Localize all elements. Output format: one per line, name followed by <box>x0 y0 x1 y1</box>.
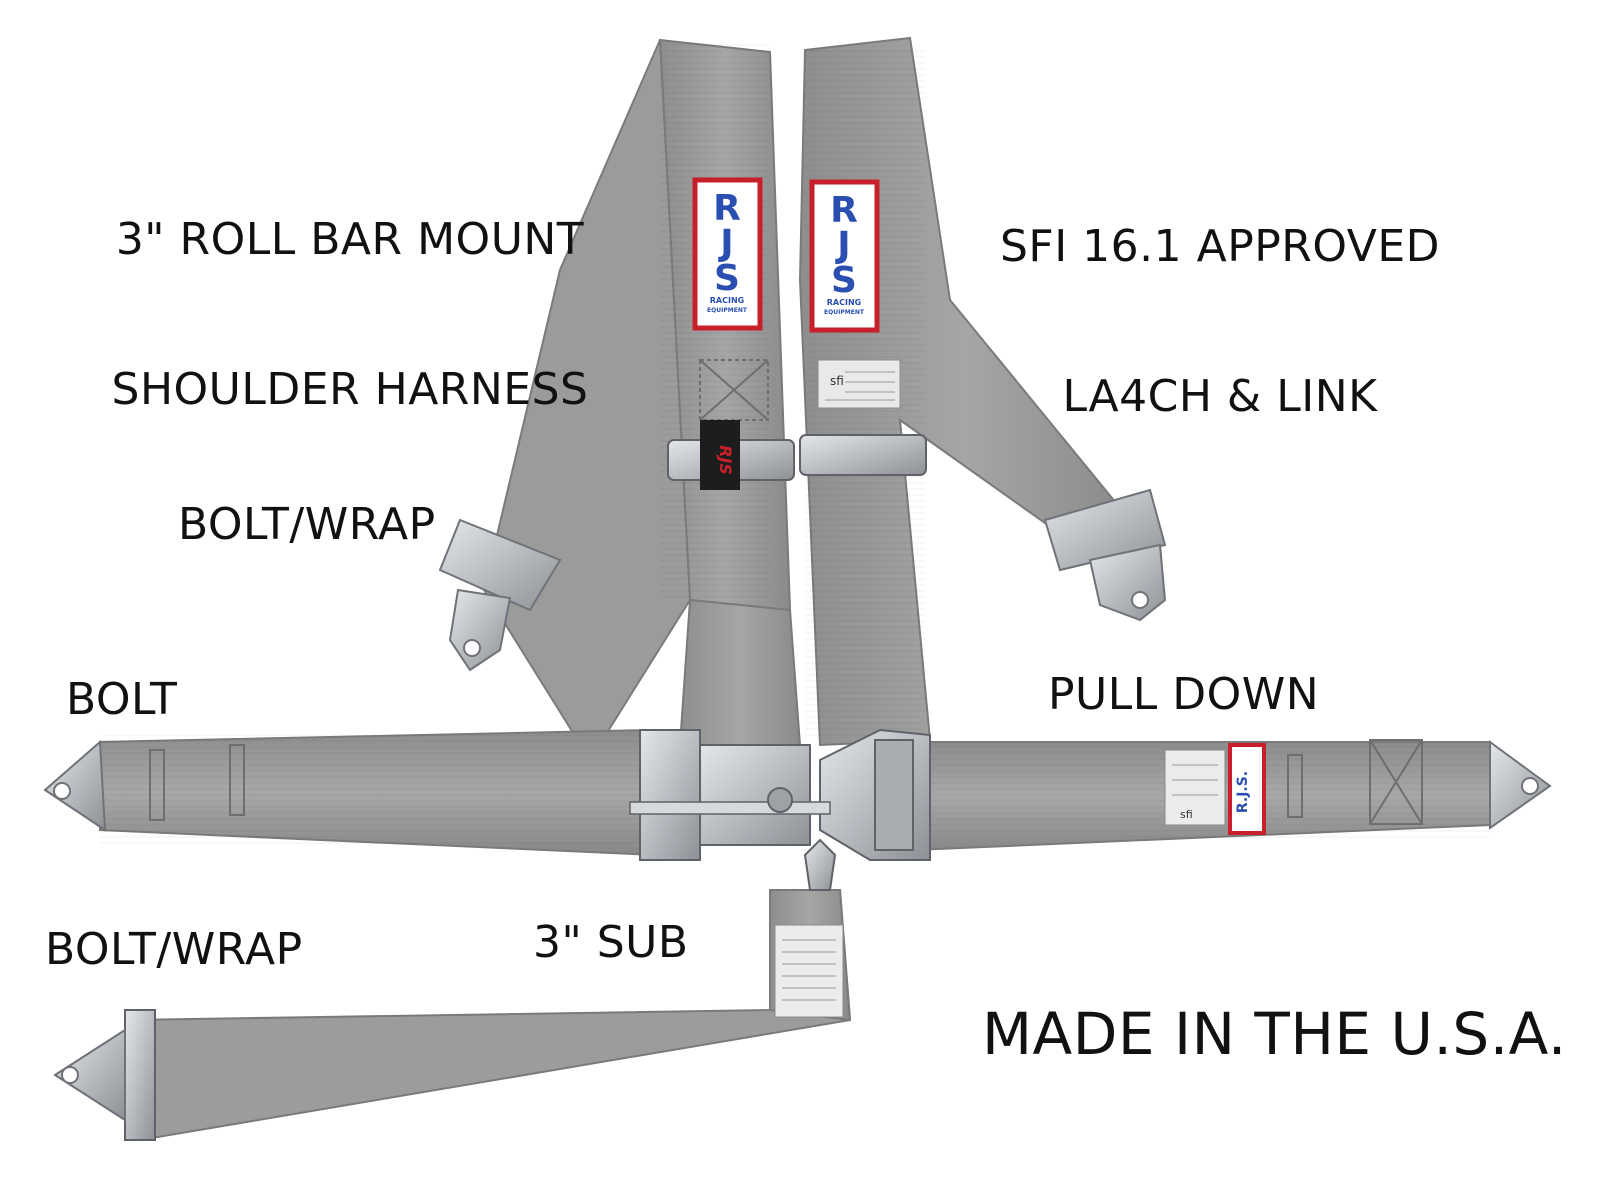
shoulder-harness-line1: 3" ROLL BAR MOUNT <box>115 214 585 265</box>
svg-text:EQUIPMENT: EQUIPMENT <box>824 309 865 316</box>
sfi-approval-label: SFI 16.1 APPROVED LA4CH & LINK <box>990 122 1450 472</box>
svg-text:sfi: sfi <box>1180 808 1193 821</box>
upper-left-bolt-wrap-mount <box>438 518 562 672</box>
made-in-usa-label: MADE IN THE U.S.A. <box>982 1000 1567 1068</box>
svg-text:RACING: RACING <box>710 296 744 305</box>
sfi-approval-line1: SFI 16.1 APPROVED <box>999 221 1441 272</box>
svg-text:sfi: sfi <box>830 374 844 388</box>
svg-text:EQUIPMENT: EQUIPMENT <box>707 307 748 314</box>
sfi-certification-tag: sfi <box>817 359 901 409</box>
shoulder-harness-line2: SHOULDER HARNESS <box>111 364 589 415</box>
pull-down-label: PULL DOWN <box>1048 669 1320 720</box>
bolt-wrap-upper-label: BOLT/WRAP <box>178 499 436 550</box>
svg-text:RACING: RACING <box>827 298 861 307</box>
right-lap-belt: sfi R.J.S. <box>914 739 1552 852</box>
sub-strap-label: 3" SUB <box>533 917 689 968</box>
upper-right-bolt-wrap-mount <box>1043 488 1167 622</box>
lower-left-bolt-wrap-mount <box>53 1009 156 1141</box>
sub-strap <box>128 838 852 1142</box>
left-lap-belt <box>43 728 657 857</box>
bolt-wrap-lower-label: BOLT/WRAP <box>45 924 303 975</box>
shoulder-adjusters: RJS <box>667 359 927 490</box>
rjs-patch-left: R J S RACING EQUIPMENT <box>692 177 763 331</box>
svg-text:R.J.S.: R.J.S. <box>1235 771 1251 813</box>
svg-text:J: J <box>717 223 733 264</box>
svg-text:J: J <box>834 225 850 266</box>
shoulder-harness-label: 3" ROLL BAR MOUNT SHOULDER HARNESS <box>110 115 590 465</box>
bolt-label: BOLT <box>66 674 178 725</box>
small-rjs-logo: RJS <box>716 445 735 475</box>
cam-lock-buckle <box>629 728 931 861</box>
svg-text:R: R <box>830 190 858 231</box>
svg-text:S: S <box>714 258 740 299</box>
sfi-approval-line2: LA4CH & LINK <box>1062 371 1378 422</box>
svg-text:R: R <box>713 188 741 229</box>
rjs-patch-right: R J S RACING EQUIPMENT <box>809 179 880 333</box>
svg-text:S: S <box>831 260 857 301</box>
